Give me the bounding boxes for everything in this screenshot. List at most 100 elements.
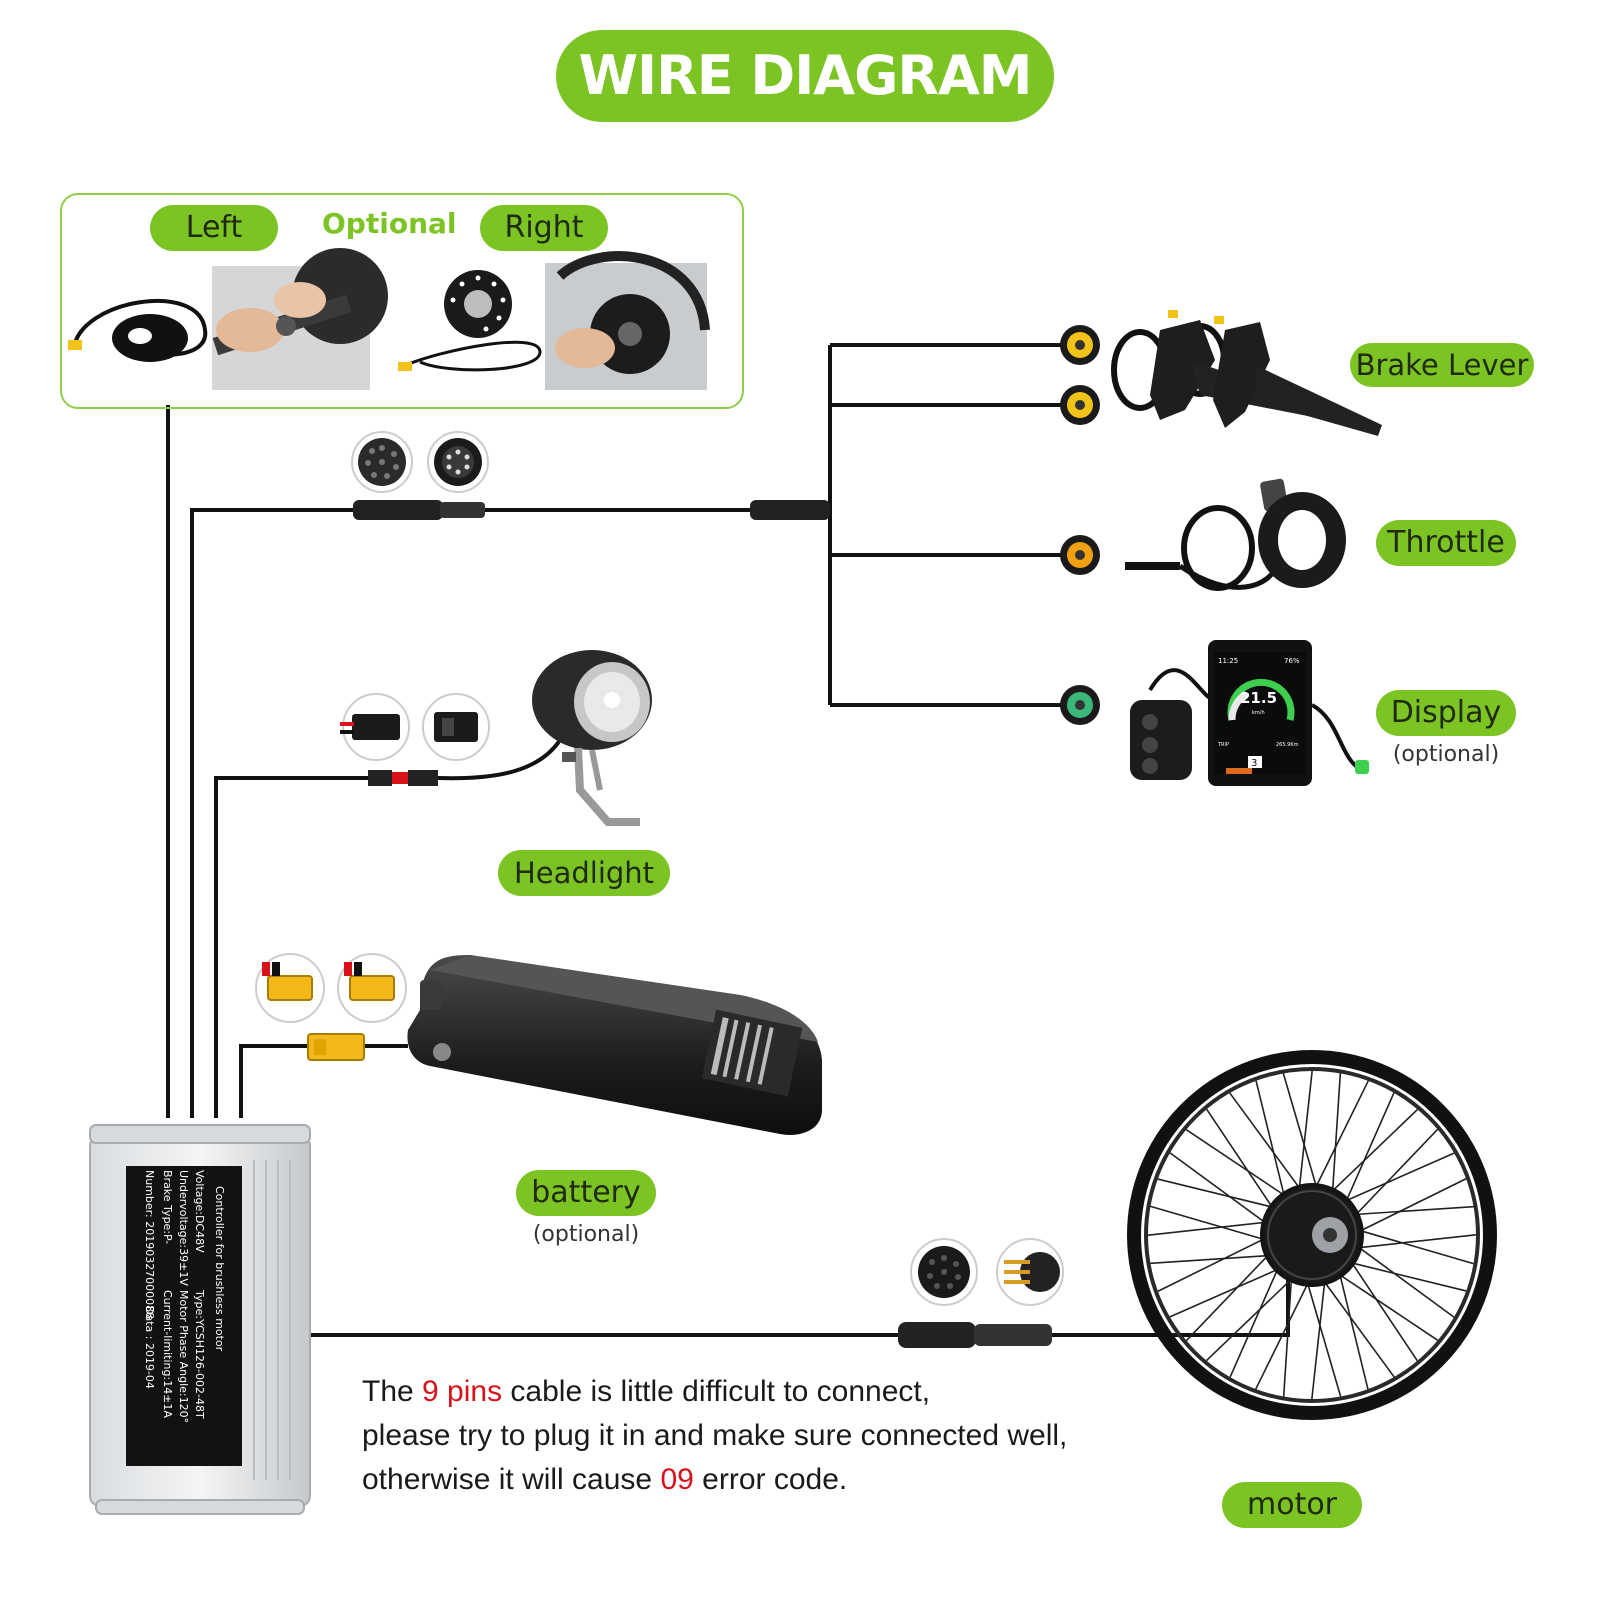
headlight-plug-male-icon xyxy=(422,693,490,761)
wheel-spoke xyxy=(1205,1272,1299,1362)
page-title: WIRE DIAGRAM xyxy=(556,30,1054,122)
motor-plug-male-icon xyxy=(996,1238,1064,1306)
display-battery-pct: 76% xyxy=(1284,657,1300,665)
note-line-2: please try to plug it in and make sure c… xyxy=(362,1419,1068,1452)
wheel-spoke xyxy=(1185,1248,1275,1342)
display-level: 3 xyxy=(1251,758,1257,769)
controller-current: Current-limiting:14±1A xyxy=(161,1290,174,1418)
pas-sensor-box xyxy=(60,193,744,409)
display-odo: 265.9Km xyxy=(1276,742,1299,748)
brake-lever-label: Brake Lever xyxy=(1350,343,1534,387)
wheel-spoke xyxy=(1351,1178,1467,1236)
wheel-spoke xyxy=(1342,1259,1467,1292)
wheel-spoke xyxy=(1351,1227,1474,1265)
pas-right-sensor-icon xyxy=(398,270,542,372)
display-optional-note: (optional) xyxy=(1392,742,1500,767)
pas-left-install-photo xyxy=(212,248,388,390)
headlight-image xyxy=(437,650,652,826)
connection-note: The 9 pins cable is little difficult to … xyxy=(362,1370,1067,1502)
wheel-spoke xyxy=(1157,1234,1273,1292)
battery-plug-female-icon xyxy=(255,953,325,1023)
controller-brake-type: Brake Type:P- xyxy=(161,1170,174,1244)
wheel-spoke xyxy=(1331,1268,1439,1341)
wheel-spoke xyxy=(1318,1273,1395,1378)
wire-battery xyxy=(239,1044,308,1118)
wheel-spoke xyxy=(1169,1152,1274,1229)
wheel-spoke xyxy=(1345,1254,1418,1362)
wire-bus xyxy=(190,508,355,1118)
wheel-spoke xyxy=(1229,1260,1283,1378)
motor-wheel-image xyxy=(1127,1050,1497,1420)
display-unit: km/h xyxy=(1252,710,1265,716)
controller-date: Data : 2019-04 xyxy=(143,1306,156,1389)
controller-line1: Controller for brushless motor xyxy=(213,1186,226,1352)
wheel-spoke xyxy=(1150,1205,1273,1243)
display-time: 11:25 xyxy=(1218,657,1238,665)
brake-plug-icon-2 xyxy=(1060,385,1100,425)
wheel-spoke xyxy=(1331,1073,1342,1201)
wires xyxy=(166,343,1290,1337)
pas-left-sensor-icon xyxy=(68,298,208,362)
wheel-spoke xyxy=(1229,1092,1306,1197)
wheel-spoke xyxy=(1185,1129,1293,1202)
brake-lever-image xyxy=(1111,310,1382,436)
battery-xt60-connector xyxy=(307,1033,365,1061)
display-label: Display xyxy=(1376,690,1516,736)
wheel-spoke xyxy=(1350,1241,1455,1318)
wheel-spoke xyxy=(1147,1220,1275,1236)
pas-optional-label: Optional xyxy=(322,207,457,240)
battery-label: battery xyxy=(516,1170,656,1216)
wheel-spoke xyxy=(1341,1092,1395,1210)
display-plug-icon xyxy=(1060,685,1100,725)
wheel-spoke xyxy=(1282,1073,1320,1196)
bus-male-face-icon xyxy=(427,431,489,493)
wheel-spoke xyxy=(1157,1178,1282,1211)
pas-left-label: Left xyxy=(150,205,278,251)
wheel-spoke xyxy=(1349,1128,1439,1222)
wheel-spoke xyxy=(1297,1070,1313,1198)
pas-right-install-photo xyxy=(545,251,710,390)
note-line-3: otherwise it will cause 09 error code. xyxy=(362,1463,848,1496)
note-error-code: 09 xyxy=(660,1463,694,1496)
headlight-plug-female-icon xyxy=(340,693,410,761)
wheel-spoke xyxy=(1336,1265,1369,1390)
display-speed: 21.5 xyxy=(1240,689,1277,707)
wheel-spoke xyxy=(1337,1152,1455,1206)
motor-label: motor xyxy=(1222,1482,1362,1528)
controller-type: Type:YCSH126-002-48T xyxy=(193,1289,206,1419)
wheel-spoke xyxy=(1150,1254,1278,1265)
display-trip-label: TRIP xyxy=(1217,742,1229,748)
battery-optional-note: (optional) xyxy=(532,1222,640,1247)
note-9-pins: 9 pins xyxy=(422,1375,503,1408)
controller-number: Number: 20190327000088 xyxy=(143,1170,156,1319)
wheel-spoke xyxy=(1349,1234,1477,1250)
wheel-spoke xyxy=(1311,1272,1327,1400)
controller-voltage: Voltage:DC48V xyxy=(193,1170,206,1253)
headlight-label: Headlight xyxy=(498,850,670,896)
bus-female-face-icon xyxy=(351,431,413,493)
wheel-spoke xyxy=(1206,1108,1279,1216)
battery-image xyxy=(407,955,822,1135)
motor-connector xyxy=(898,1322,1052,1348)
wheel-spoke xyxy=(1311,1080,1369,1196)
throttle-label: Throttle xyxy=(1376,520,1516,566)
throttle-image xyxy=(1125,478,1346,591)
throttle-plug-icon xyxy=(1060,535,1100,575)
display-image xyxy=(1130,640,1369,786)
wheel-spoke xyxy=(1346,1205,1474,1216)
wheel-spoke xyxy=(1255,1274,1313,1390)
wheel-spoke xyxy=(1282,1269,1293,1397)
brake-plug-icon-1 xyxy=(1060,325,1100,365)
wheel-spoke xyxy=(1255,1080,1288,1205)
wheel-spoke xyxy=(1325,1108,1419,1198)
battery-plug-male-icon xyxy=(337,953,407,1023)
wheel-spoke xyxy=(1304,1274,1342,1397)
controller-image: Controller for brushless motor Voltage:D… xyxy=(89,1124,311,1515)
wheel-spoke xyxy=(1169,1264,1287,1318)
headlight-connector xyxy=(368,770,438,786)
controller-undervoltage: Undervoltage:39±1V xyxy=(177,1170,190,1286)
pas-right-label: Right xyxy=(480,205,608,251)
motor-plug-female-icon xyxy=(910,1238,978,1306)
